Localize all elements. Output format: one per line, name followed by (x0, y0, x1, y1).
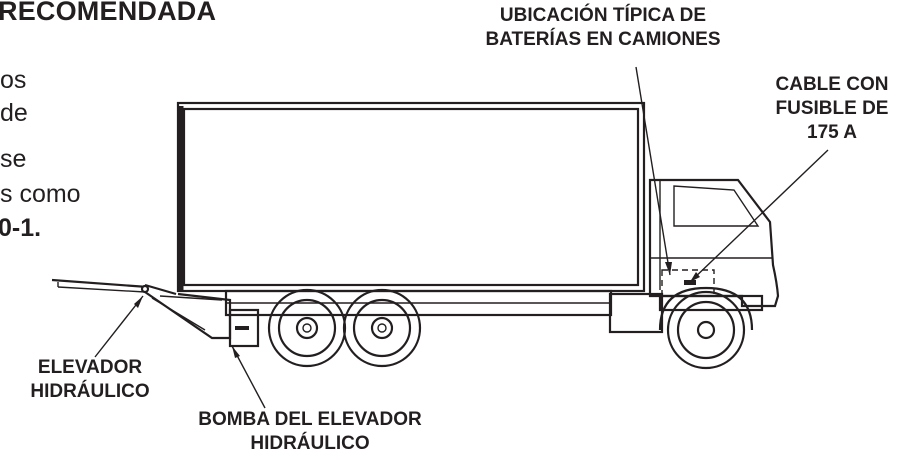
truck-cab (648, 178, 780, 308)
rear-wheel-2 (342, 288, 422, 368)
pump-box (228, 308, 260, 348)
label-hydraulic-lift: ELEVADOR HIDRÁULICO (30, 357, 150, 402)
callout-leaders (94, 66, 829, 409)
cargo-box (176, 101, 646, 293)
label-lift-pump: BOMBA DEL ELEVADOR HIDRÁULICO (198, 409, 422, 454)
body-line: de (0, 99, 28, 127)
chassis-frame (224, 289, 764, 334)
body-line-ref: 0-1. (0, 214, 42, 242)
body-line: os (0, 66, 27, 94)
section-heading: RECOMENDADA (0, 0, 217, 26)
label-battery-location: UBICACIÓN TÍPICA DE BATERÍAS EN CAMIONES (485, 5, 721, 50)
rear-wheel-1 (267, 288, 347, 368)
body-line: s como (0, 180, 81, 208)
body-line: se (0, 145, 27, 173)
label-fused-cable: CABLE CON FUSIBLE DE 175 A (775, 74, 889, 143)
front-wheel (658, 286, 754, 370)
liftgate-platform (51, 278, 232, 340)
